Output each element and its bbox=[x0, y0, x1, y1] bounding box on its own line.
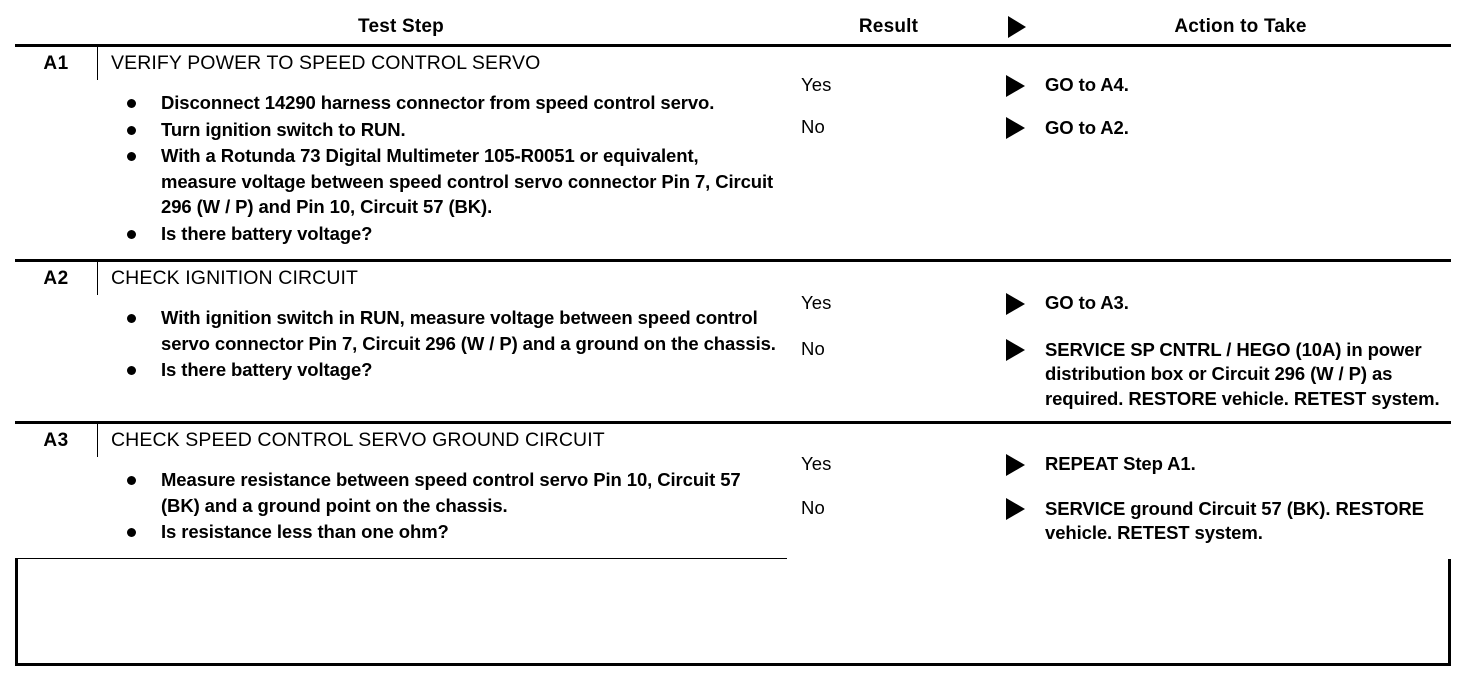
step-cell-a2: A2 CHECK IGNITION CIRCUIT With ignition … bbox=[15, 260, 788, 424]
column-header-result-label: Result bbox=[858, 16, 919, 37]
step-title-a2: CHECK IGNITION CIRCUIT bbox=[111, 267, 359, 289]
result-label: No bbox=[801, 497, 825, 518]
result-label: Yes bbox=[801, 74, 832, 95]
step-body-a3: Measure resistance between speed control… bbox=[15, 457, 787, 558]
column-header-result: Result bbox=[787, 9, 1031, 47]
list-item: Disconnect 14290 harness connector from … bbox=[125, 90, 777, 116]
result-entry: Yes bbox=[787, 291, 1030, 315]
result-label: No bbox=[801, 116, 825, 137]
result-cell-a2: Yes No bbox=[787, 260, 1031, 424]
action-text: REPEAT Step A1. bbox=[1045, 453, 1196, 474]
pinpoint-test-table: Test Step Result Action to Take A1 VERIF… bbox=[15, 9, 1452, 559]
list-item: Is there battery voltage? bbox=[125, 221, 777, 247]
triangle-right-icon bbox=[1006, 498, 1026, 520]
triangle-right-icon bbox=[1006, 293, 1026, 315]
triangle-right-icon bbox=[1006, 339, 1026, 361]
column-header-action-to-take: Action to Take bbox=[1030, 9, 1452, 47]
step-id-a1: A1 bbox=[15, 47, 98, 80]
action-text: SERVICE ground Circuit 57 (BK). RESTORE … bbox=[1045, 497, 1424, 544]
triangle-right-icon bbox=[1006, 454, 1026, 476]
result-entry: No bbox=[787, 496, 1030, 520]
table-row: A1 VERIFY POWER TO SPEED CONTROL SERVO D… bbox=[15, 45, 1452, 262]
list-item: Measure resistance between speed control… bbox=[125, 467, 777, 518]
table-row: A3 CHECK SPEED CONTROL SERVO GROUND CIRC… bbox=[15, 422, 1451, 559]
triangle-right-icon bbox=[1008, 15, 1027, 38]
action-cell-a1: GO to A4. GO to A2. bbox=[1030, 45, 1452, 262]
action-text: GO to A2. bbox=[1045, 116, 1129, 138]
list-item: With ignition switch in RUN, measure vol… bbox=[125, 305, 777, 356]
action-cell-a3: REPEAT Step A1. SERVICE ground Circuit 5… bbox=[1030, 423, 1451, 559]
list-item: Turn ignition switch to RUN. bbox=[125, 117, 777, 143]
result-entry: No bbox=[787, 337, 1030, 361]
step-id-a2: A2 bbox=[15, 262, 98, 295]
action-text: GO to A3. bbox=[1045, 292, 1129, 313]
step-id-a3: A3 bbox=[15, 424, 98, 457]
result-label: Yes bbox=[801, 453, 832, 474]
list-item: Is there battery voltage? bbox=[125, 357, 777, 383]
triangle-right-icon bbox=[1006, 117, 1026, 139]
action-text: SERVICE SP CNTRL / HEGO (10A) in power d… bbox=[1045, 338, 1440, 409]
result-entry: Yes bbox=[787, 452, 1030, 476]
step-title-a1: VERIFY POWER TO SPEED CONTROL SERVO bbox=[111, 52, 541, 74]
result-entry: No bbox=[787, 115, 1030, 139]
list-item: With a Rotunda 73 Digital Multimeter 105… bbox=[125, 143, 777, 220]
result-entry: Yes bbox=[787, 73, 1030, 97]
result-label: Yes bbox=[801, 292, 832, 313]
step-body-a2: With ignition switch in RUN, measure vol… bbox=[15, 295, 787, 396]
table-header-row: Test Step Result Action to Take bbox=[15, 9, 1452, 47]
table-row: A2 CHECK IGNITION CIRCUIT With ignition … bbox=[15, 260, 1452, 424]
step-body-a1: Disconnect 14290 harness connector from … bbox=[15, 80, 787, 259]
result-cell-a1: Yes No bbox=[787, 45, 1031, 262]
action-text: GO to A4. bbox=[1045, 74, 1129, 95]
step-cell-a1: A1 VERIFY POWER TO SPEED CONTROL SERVO D… bbox=[15, 45, 788, 262]
column-header-test-step: Test Step bbox=[15, 9, 788, 47]
result-cell-a3: Yes No bbox=[787, 423, 1030, 559]
triangle-right-icon bbox=[1006, 75, 1026, 97]
step-title-a3: CHECK SPEED CONTROL SERVO GROUND CIRCUIT bbox=[111, 429, 605, 451]
action-cell-a2: GO to A3. SERVICE SP CNTRL / HEGO (10A) … bbox=[1030, 260, 1452, 424]
step-cell-a3: A3 CHECK SPEED CONTROL SERVO GROUND CIRC… bbox=[15, 422, 788, 559]
list-item: Is resistance less than one ohm? bbox=[125, 519, 777, 545]
result-label: No bbox=[801, 338, 825, 359]
